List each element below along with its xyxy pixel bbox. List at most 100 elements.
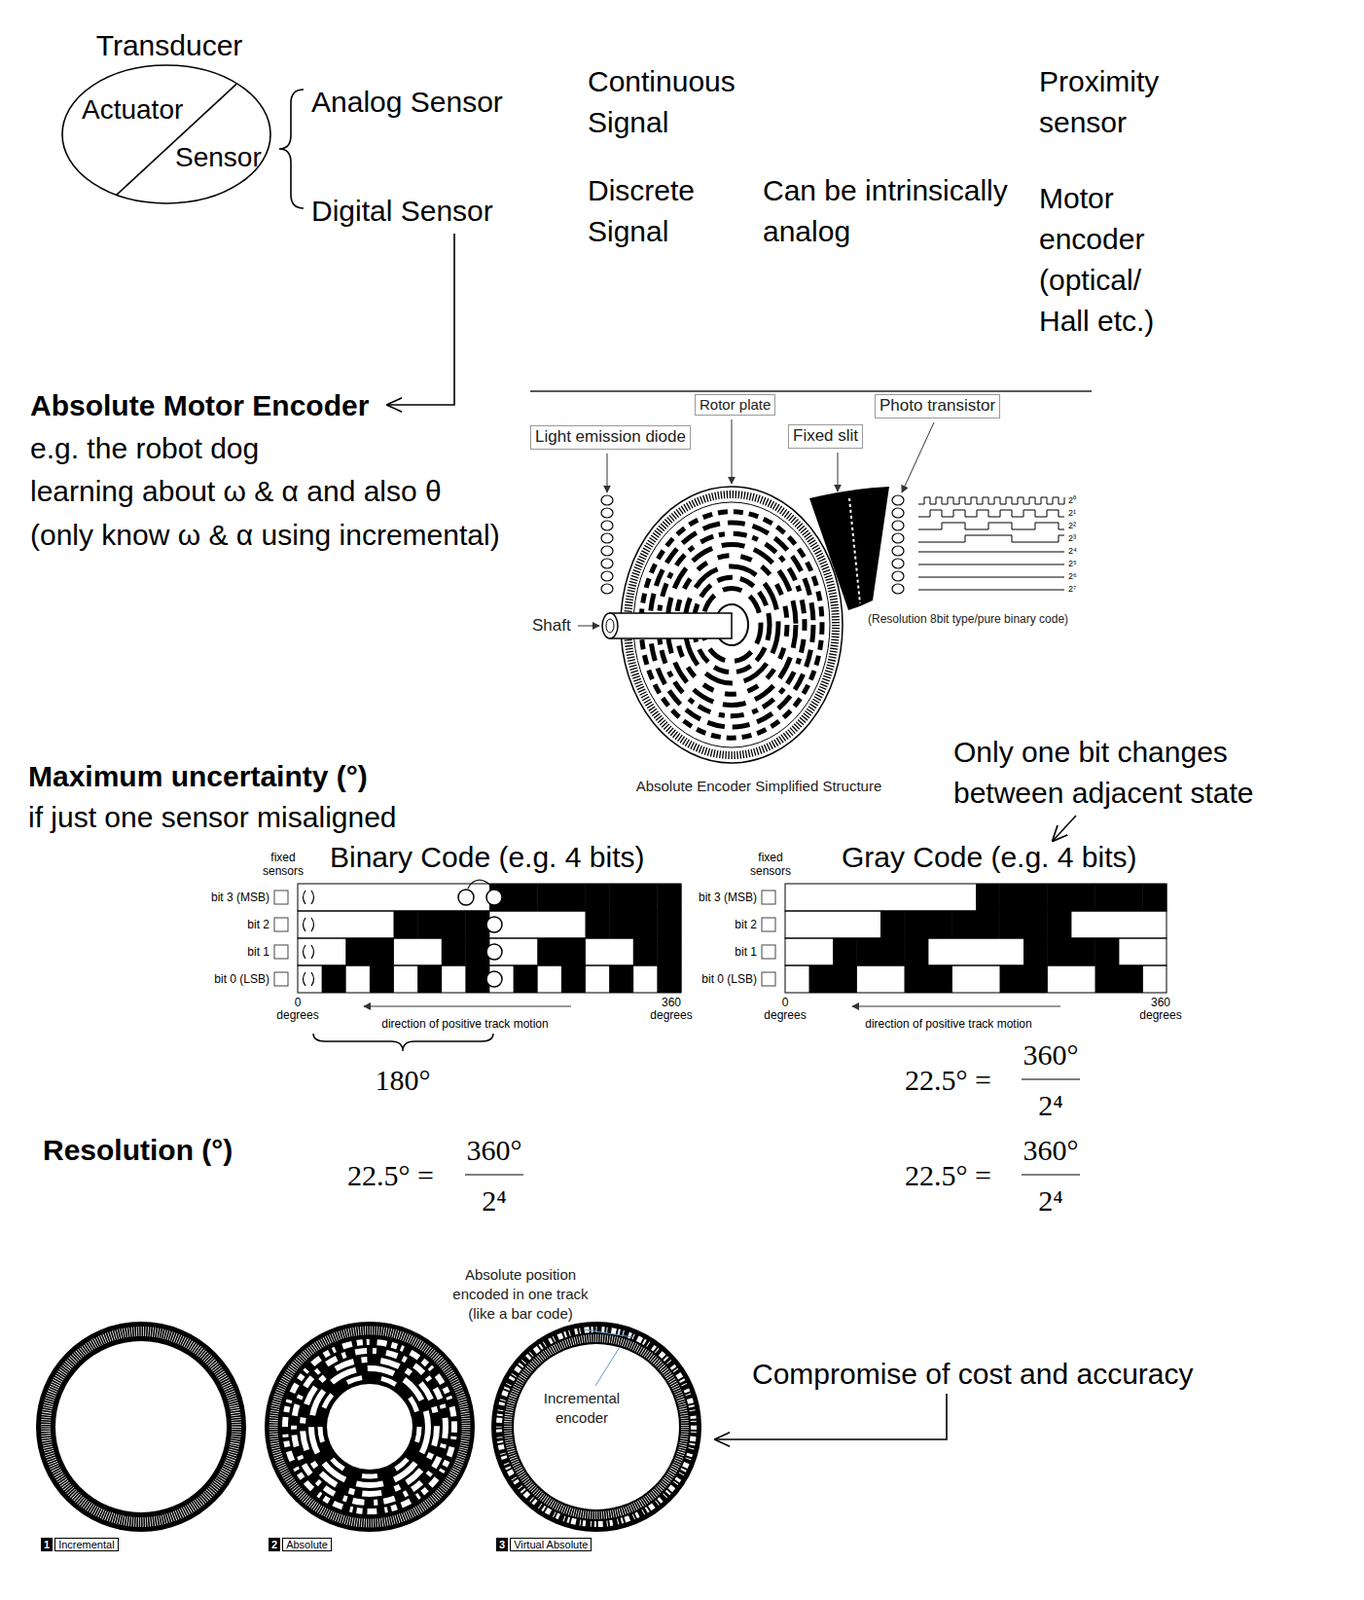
leader-line: [837, 452, 839, 492]
part-name: Rotor plate: [699, 394, 771, 415]
axis-label: fixed sensors: [746, 850, 795, 878]
code-segment: [1023, 883, 1048, 911]
absolute-disc: [264, 1321, 475, 1532]
note: (only know ω & α using incremental): [30, 514, 501, 556]
sensor-mark: [303, 944, 307, 959]
pointer-arrow: [1052, 815, 1077, 841]
light-emitting-diode: [601, 495, 613, 505]
code-track: [297, 937, 682, 966]
note: Can be intrinsically analog: [762, 170, 1031, 252]
sensor-example: Motor encoder (optical/ Hall etc.): [1039, 178, 1190, 342]
brace: [279, 89, 304, 209]
fraction-numerator: 360°: [1023, 1034, 1079, 1076]
code-segment: [369, 937, 395, 966]
math-value: 22.5° =: [904, 1059, 992, 1101]
frame-line: [530, 390, 1092, 393]
axis-label: 360 degrees: [1137, 996, 1185, 1022]
code-segment: [656, 883, 682, 911]
code-segment: [1071, 937, 1096, 966]
bit-label: bit 1: [247, 943, 270, 961]
sensor-mark: [303, 890, 307, 904]
photo-transistor: [892, 545, 904, 556]
code-segment: [880, 937, 905, 966]
sensor-circle: [486, 970, 503, 987]
code-segment: [1000, 965, 1025, 993]
figure-name: Virtual Absolute: [509, 1537, 592, 1551]
signal-waveform: [918, 589, 1065, 591]
leader-line: [731, 419, 733, 484]
part-label-box: Rotor plate: [694, 394, 776, 416]
code-segment: [513, 965, 539, 993]
code-segment: [809, 965, 834, 993]
chart-title: Binary Code (e.g. 4 bits): [329, 836, 645, 878]
photo-transistor: [892, 520, 904, 531]
bit-weight: 2¹: [1068, 507, 1077, 519]
shaft-end-inner: [606, 618, 614, 633]
code-segment: [1000, 883, 1025, 911]
sensor-mark: [311, 917, 315, 932]
figure-tag: 1Incremental: [40, 1537, 119, 1551]
encoder-illustration: [577, 419, 1065, 763]
code-segment: [1023, 937, 1048, 966]
bit-weight: 2³: [1068, 533, 1077, 544]
code-segment: [904, 965, 930, 993]
code-segment: [633, 937, 658, 966]
sensor-square: [274, 971, 288, 986]
light-emitting-diode: [601, 545, 613, 556]
axis-label: fixed sensors: [258, 850, 308, 878]
code-segment: [832, 937, 858, 966]
axis-label: direction of positive track motion: [861, 1016, 1035, 1032]
sensor-square: [761, 890, 776, 904]
code-track: [785, 883, 1167, 911]
part-name: Light emission diode: [535, 426, 686, 449]
code-segment: [904, 937, 930, 966]
code-segment: [928, 965, 953, 993]
signal-waveform: [918, 535, 1065, 542]
bit-weight: 2⁴: [1068, 545, 1077, 557]
bit-label: bit 2: [734, 916, 757, 934]
sensor-circle: [486, 916, 503, 933]
figure-number: 1: [40, 1537, 53, 1551]
sensor-type: Analog Sensor: [311, 81, 503, 123]
node-heading: Transducer: [96, 25, 244, 67]
figure-caption: Absolute Encoder Simplified Structure: [636, 775, 883, 796]
disc-track: [499, 1328, 694, 1524]
code-segment: [1095, 965, 1120, 993]
section-heading: Resolution (°): [42, 1129, 233, 1171]
part-name: Shaft: [532, 613, 572, 638]
code-segment: [1095, 937, 1120, 966]
code-segment: [656, 965, 682, 993]
code-segment: [1023, 965, 1048, 993]
signal-waveform: [918, 522, 1065, 530]
ellipse-outline: [61, 64, 272, 205]
code-segment: [633, 883, 658, 911]
bit-label: bit 3 (MSB): [211, 889, 270, 906]
photo-transistor: [892, 558, 904, 569]
code-segment: [633, 910, 658, 938]
fraction-numerator: 360°: [466, 1129, 523, 1171]
light-emitting-diode: [601, 571, 613, 581]
code-segment: [832, 965, 858, 993]
slit-window: [849, 498, 861, 604]
bit-label: bit 2: [247, 916, 270, 934]
fixed-slit: [809, 486, 890, 611]
sensor-square: [274, 944, 288, 959]
part-label-box: Light emission diode: [530, 425, 691, 450]
code-segment: [1047, 937, 1073, 966]
binary-code-chart: [274, 879, 682, 993]
code-segment: [1095, 883, 1120, 911]
sensor-mark: [303, 971, 307, 986]
disc-body: [35, 1321, 247, 1532]
virtual-absolute-disc: [491, 1321, 702, 1532]
bit-label: bit 3 (MSB): [698, 889, 757, 906]
part-name: Photo transistor: [879, 394, 996, 418]
disc-track: [507, 1337, 685, 1515]
code-segment: [561, 965, 586, 993]
note: Only one bit changes between adjacent st…: [953, 731, 1275, 814]
disc-track: [293, 1350, 446, 1503]
figure-tag: 2Absolute: [268, 1537, 332, 1551]
light-emitting-diode: [601, 583, 613, 594]
annotation: Absolute position encoded in one track (…: [447, 1264, 594, 1324]
code-segment: [441, 937, 467, 966]
note: learning about ω & α and also θ: [30, 470, 442, 512]
